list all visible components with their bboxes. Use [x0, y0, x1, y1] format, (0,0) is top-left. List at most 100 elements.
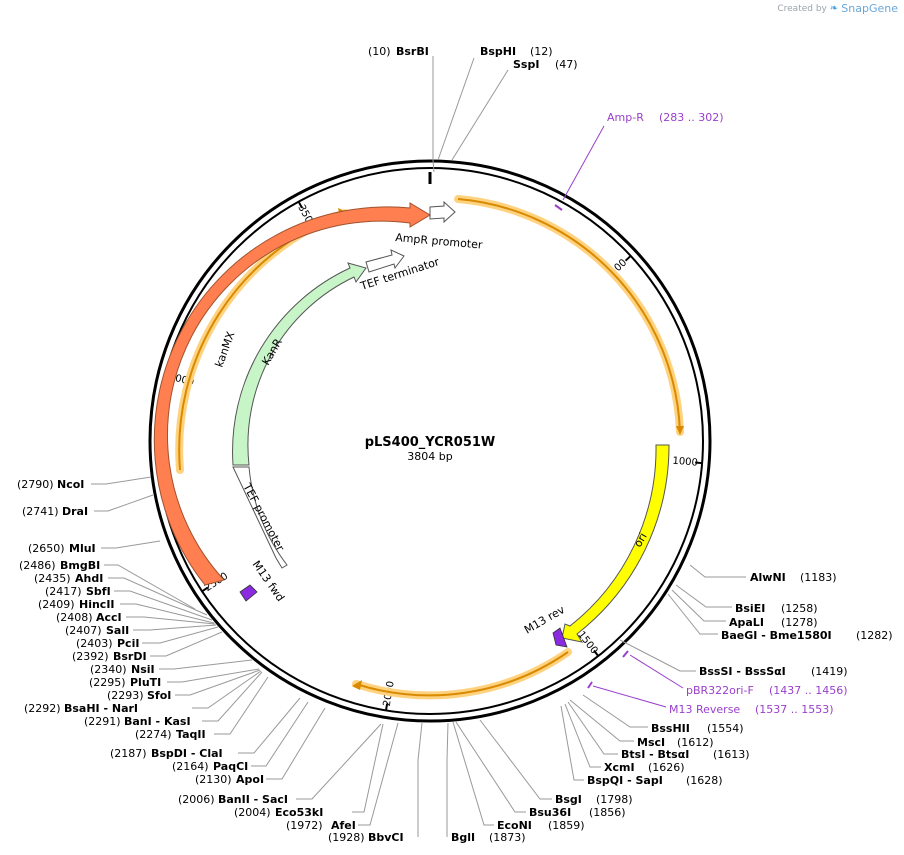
site-line [619, 639, 696, 672]
site-line [133, 624, 217, 631]
site-pos: (1258) [781, 602, 818, 615]
site-pos: (1613) [713, 748, 750, 761]
site-line [567, 701, 618, 755]
snapgene-logo-icon: ❧ [829, 3, 839, 14]
site-line [192, 670, 262, 709]
site-pos: (1873) [489, 831, 526, 844]
site-name: BaeGI - Bme1580I [721, 629, 832, 642]
site-pos: (1798) [596, 793, 633, 806]
site-name: DraI [62, 505, 88, 518]
tick-mark [593, 649, 600, 657]
tick-mark [201, 586, 209, 593]
site-pos: (2392) [72, 650, 109, 663]
snapgene-brand: Created by ❧ SnapGene [777, 2, 898, 15]
site-line [202, 671, 263, 722]
site-line [479, 719, 552, 800]
kanmx-arrow [153, 202, 431, 586]
site-pos: (2417) [45, 585, 82, 598]
site-line [150, 631, 223, 657]
site-name: Bsu36I [529, 806, 571, 819]
amp-orf-glow [454, 195, 684, 436]
site-name: BtsI - BtsαI [621, 748, 689, 761]
site-pos: (1183) [800, 571, 837, 584]
site-name: BssSI - BssSαI [699, 665, 786, 678]
site-line [94, 494, 154, 512]
site-name: BspDI - ClaI [151, 747, 223, 760]
site-line [104, 564, 196, 610]
site-line [159, 659, 253, 670]
bottom-left-site-labels: (1928) BbvCI (1972) AfeI (2004) Eco53kI … [17, 476, 423, 844]
tick-label: 1000 [672, 456, 698, 469]
site-pos: (2409) [38, 598, 75, 611]
site-pos: (1419) [811, 665, 848, 678]
lower-orf-line [355, 651, 569, 697]
site-pos: (12) [530, 45, 553, 58]
site-name: ApaLI [729, 616, 764, 629]
primer-labels: Amp-R (283 .. 302) pBR322ori-F (1437 .. … [554, 111, 848, 716]
site-line [101, 540, 161, 549]
ampr-promoter-arrow [429, 200, 456, 224]
created-by-text: Created by [777, 3, 827, 14]
site-line-bsrbi-end [432, 159, 435, 173]
site-pos: (1626) [648, 761, 685, 774]
primer-name: Amp-R [607, 111, 644, 124]
site-pos: (1856) [589, 806, 626, 819]
site-line [560, 705, 584, 781]
site-pos: (2486) [19, 559, 56, 572]
site-pos: (2295) [89, 676, 126, 689]
site-name: BanI - KasI [124, 715, 191, 728]
site-pos: (1554) [707, 722, 744, 735]
site-name: BanII - SacI [218, 793, 288, 806]
site-line [114, 590, 213, 621]
site-line [352, 723, 384, 813]
site-line [417, 722, 423, 837]
site-line [91, 476, 152, 485]
amp-orf-line [457, 198, 681, 433]
tick-label: 1500 [575, 630, 599, 657]
site-line [446, 722, 449, 837]
top-site-labels: (10) BsrBI BspHI (12) SspI (47) [368, 45, 578, 173]
site-pos: (2403) [76, 637, 113, 650]
site-pos: (2408) [56, 611, 93, 624]
primer-range: (283 .. 302) [659, 111, 724, 124]
site-pos: (1278) [781, 616, 818, 629]
site-line [564, 703, 601, 768]
site-line [452, 721, 494, 826]
site-line [175, 669, 261, 696]
lower-orf-arrowhead [352, 680, 362, 690]
primer-mark-amp-r [554, 204, 563, 211]
site-name: BssHII [651, 722, 690, 735]
primer-name: M13 Reverse [669, 703, 740, 716]
lower-orf-glow [352, 648, 572, 700]
snapgene-name: SnapGene [841, 2, 898, 15]
site-pos: (47) [555, 58, 578, 71]
tick-mark [385, 703, 389, 711]
site-name: AlwNI [750, 571, 786, 584]
site-name: ApoI [236, 773, 264, 786]
site-name: MluI [69, 542, 96, 555]
site-pos: (2274) [135, 728, 172, 741]
site-pos: (1628) [686, 774, 723, 787]
site-line [214, 676, 269, 735]
site-pos: (2790) [17, 478, 54, 491]
amp-orf-arrowhead [676, 426, 684, 435]
site-pos: (2164) [172, 760, 209, 773]
tef-promoter-arrow [232, 466, 288, 569]
site-name: XcmI [604, 761, 635, 774]
site-name: SspI [513, 58, 539, 71]
site-pos: (2407) [65, 624, 102, 637]
kanmx-label: kanMX [213, 329, 238, 369]
site-name: BsiEI [735, 602, 765, 615]
backbone-outer-ring [148, 159, 712, 723]
site-name: HincII [79, 598, 115, 611]
site-name: BsrDI [113, 650, 147, 663]
site-line-sspi [451, 69, 509, 161]
ori-label: ori [631, 531, 649, 550]
site-line [108, 577, 208, 616]
site-pos: (2006) [178, 793, 215, 806]
ampr-promoter-label: AmpR promoter [395, 231, 484, 252]
site-pos: (2293) [107, 689, 144, 702]
site-line [126, 616, 216, 625]
site-name: AhdI [75, 572, 103, 585]
